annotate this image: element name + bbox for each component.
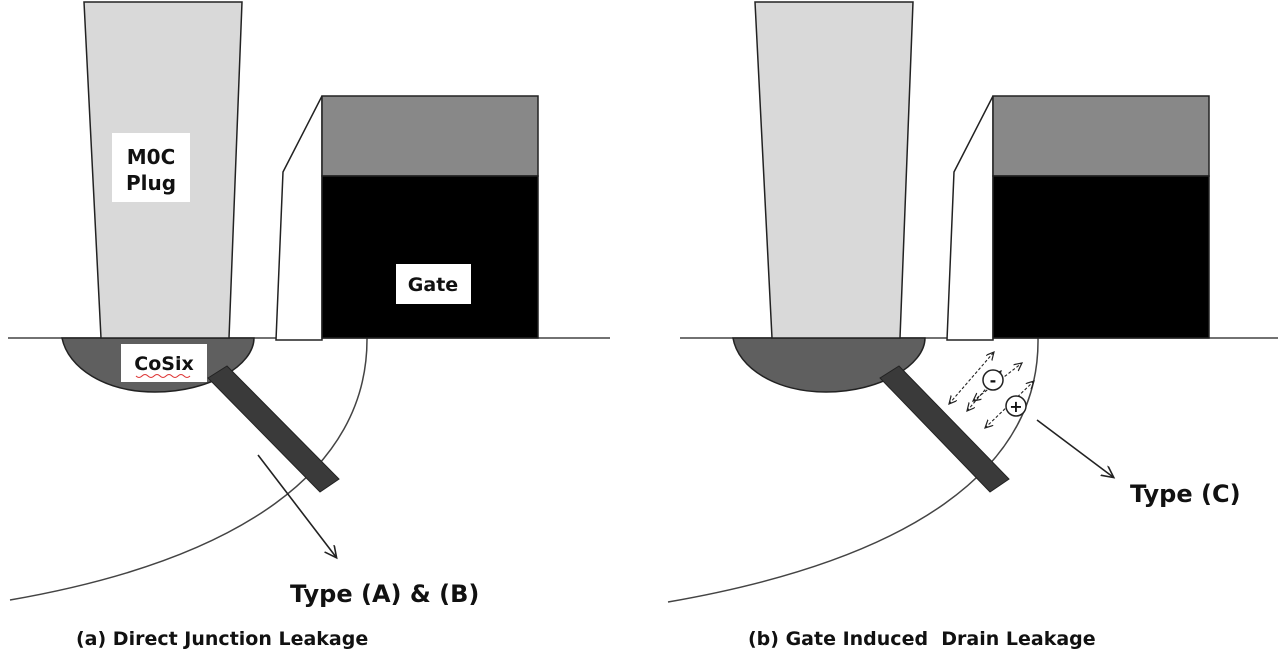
electron-sign: - bbox=[990, 371, 997, 390]
defect-bar-a bbox=[207, 365, 340, 493]
gate-a bbox=[321, 175, 539, 339]
panel-a: M0C Plug Gate CoSix Type (A) & (B) (a) D… bbox=[8, 1, 610, 650]
caption-a: (a) Direct Junction Leakage bbox=[76, 628, 368, 650]
type-a-b-label: Type (A) & (B) bbox=[290, 580, 479, 608]
gate-cap-a bbox=[321, 95, 539, 177]
caption-b: (b) Gate Induced Drain Leakage bbox=[748, 628, 1096, 650]
gate-spacer-b bbox=[946, 95, 994, 341]
panel-b: - + Type (C) (b) Gate Induced Drain Leak… bbox=[667, 1, 1278, 650]
spellcheck-underline bbox=[135, 374, 191, 378]
type-c-label: Type (C) bbox=[1130, 480, 1241, 508]
hole-sign: + bbox=[1009, 397, 1022, 416]
defect-bar-b bbox=[879, 365, 1010, 493]
plug-label-line2: Plug bbox=[126, 171, 176, 195]
cosix-silicide-b bbox=[732, 337, 926, 393]
gate-b bbox=[992, 175, 1210, 339]
plug-label-box bbox=[112, 133, 190, 202]
gate-label-box bbox=[396, 264, 471, 304]
m0c-plug-b bbox=[754, 1, 914, 339]
cosix-label: CoSix bbox=[134, 353, 193, 375]
junction-boundary-a bbox=[9, 337, 368, 601]
plug-label-line1: M0C bbox=[127, 145, 176, 169]
hole-symbol bbox=[1005, 395, 1027, 417]
electron-symbol bbox=[982, 369, 1004, 391]
gate-spacer-a bbox=[275, 95, 323, 341]
gate-label: Gate bbox=[408, 274, 458, 296]
leakage-arrow-a bbox=[257, 454, 336, 557]
cosix-label-box bbox=[121, 344, 207, 382]
leakage-arrow-b bbox=[1036, 419, 1113, 477]
gate-cap-b bbox=[992, 95, 1210, 177]
